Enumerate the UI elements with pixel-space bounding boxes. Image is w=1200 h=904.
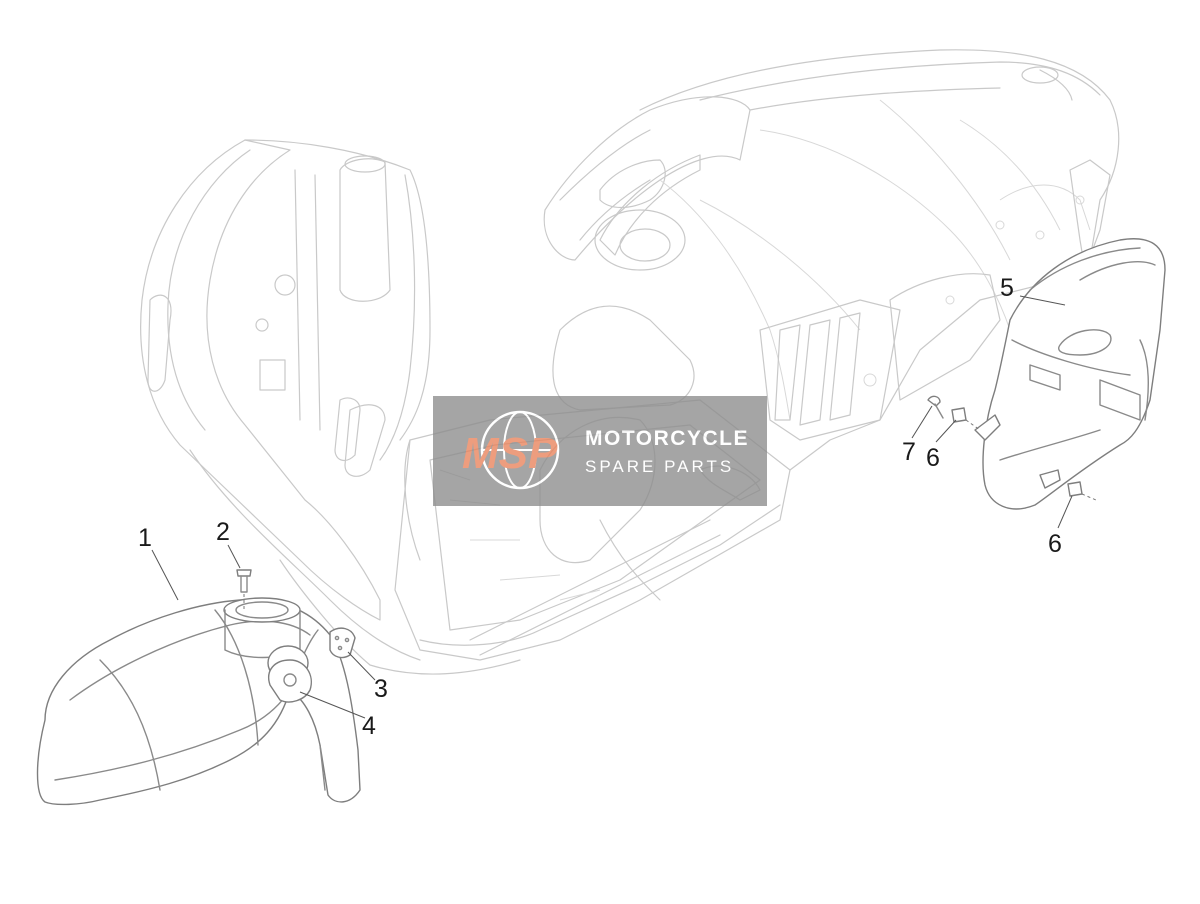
watermark-line-1: MOTORCYCLE [585, 427, 749, 450]
callout-7: 7 [902, 438, 916, 466]
emblem-plate-part-3 [329, 627, 356, 659]
front-mudguard [36, 597, 361, 806]
scooter-body-outline [140, 49, 1120, 675]
rear-mudguard [974, 238, 1166, 510]
watermark-line-2: SPARE PARTS [585, 457, 734, 476]
watermark: MSP MOTORCYCLE SPARE PARTS [433, 396, 767, 506]
callout-3: 3 [374, 675, 388, 703]
callout-6-lower: 6 [1048, 530, 1062, 558]
screw-part-2 [236, 569, 252, 612]
callout-2: 2 [216, 518, 230, 546]
clip-nut-part-6-upper [951, 407, 981, 431]
callout-1: 1 [138, 524, 152, 552]
clip-nut-part-6-lower [1067, 481, 1097, 501]
leader-lines [151, 295, 1073, 719]
callout-6-upper: 6 [926, 444, 940, 472]
callout-5: 5 [1000, 274, 1014, 302]
callout-4: 4 [362, 712, 376, 740]
watermark-logo: MSP [462, 429, 558, 478]
screw-part-7 [927, 395, 944, 419]
